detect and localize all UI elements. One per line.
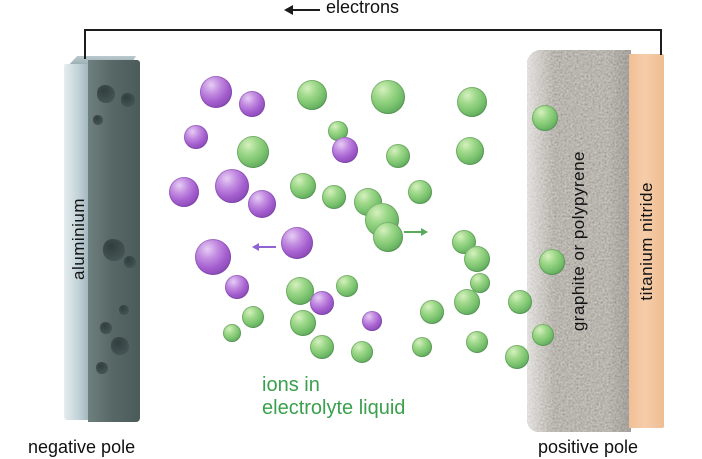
purple-ion	[200, 76, 232, 108]
green-ion	[328, 121, 348, 141]
green-ion	[351, 341, 373, 363]
purple-ion-arrow-icon	[252, 243, 276, 251]
green-ion	[456, 137, 484, 165]
green-ion	[539, 249, 565, 275]
green-ion	[371, 80, 405, 114]
purple-ion	[310, 291, 334, 315]
ions-caption-line2: electrolyte liquid	[262, 397, 406, 419]
titanium-nitride-strip	[629, 54, 664, 428]
electrode-spot	[124, 256, 136, 268]
green-ion	[532, 105, 558, 131]
electrons-arrow-icon	[284, 5, 320, 15]
green-ion	[373, 222, 403, 252]
purple-ion	[362, 311, 382, 331]
electrode-spot	[121, 93, 135, 107]
purple-ion	[281, 227, 313, 259]
aluminium-side-edge	[64, 64, 90, 420]
green-ion	[237, 136, 269, 168]
green-ion	[223, 324, 241, 342]
aluminium-electrode: aluminium	[64, 56, 140, 422]
purple-ion	[195, 239, 231, 275]
green-ion	[470, 273, 490, 293]
circuit-wire-right	[660, 29, 662, 55]
electrons-label: electrons	[326, 0, 400, 17]
green-ion-arrow-icon	[404, 228, 428, 236]
electrode-spot	[111, 337, 129, 355]
green-ion	[420, 300, 444, 324]
positive-electrode: graphite or polypyrene titanium nitride	[527, 50, 664, 432]
green-ion	[454, 289, 480, 315]
green-ion	[464, 246, 490, 272]
green-ion	[386, 144, 410, 168]
purple-ion	[332, 137, 358, 163]
purple-ion	[215, 169, 249, 203]
ions-caption: ions in electrolyte liquid	[262, 374, 405, 420]
positive-pole-label: positive pole	[538, 437, 639, 457]
purple-ion	[169, 177, 199, 207]
green-ion	[412, 337, 432, 357]
green-ion	[336, 275, 358, 297]
green-ion	[532, 324, 554, 346]
green-ion	[286, 277, 314, 305]
green-ion	[408, 180, 432, 204]
green-ion	[508, 290, 532, 314]
green-ion	[290, 173, 316, 199]
electrode-spot	[97, 85, 115, 103]
negative-pole-label: negative pole	[28, 437, 136, 457]
graphite-electrode	[527, 50, 631, 432]
green-ion	[290, 310, 316, 336]
ions-caption-line1: ions in	[262, 374, 320, 396]
purple-ion	[239, 91, 265, 117]
green-ion	[466, 331, 488, 353]
green-ion	[310, 335, 334, 359]
green-ion	[505, 345, 529, 369]
purple-ion	[184, 125, 208, 149]
green-ion	[297, 80, 327, 110]
electrode-spot	[93, 115, 103, 125]
green-ion	[242, 306, 264, 328]
circuit-wire-top	[84, 29, 662, 31]
purple-ion	[225, 275, 249, 299]
green-ion	[457, 87, 487, 117]
green-ion	[322, 185, 346, 209]
electrode-spot	[119, 305, 129, 315]
electrode-spot	[96, 362, 108, 374]
purple-ion	[248, 190, 276, 218]
electrode-spot	[100, 322, 112, 334]
electrode-spot	[103, 239, 125, 261]
circuit-wire-left	[84, 29, 86, 59]
